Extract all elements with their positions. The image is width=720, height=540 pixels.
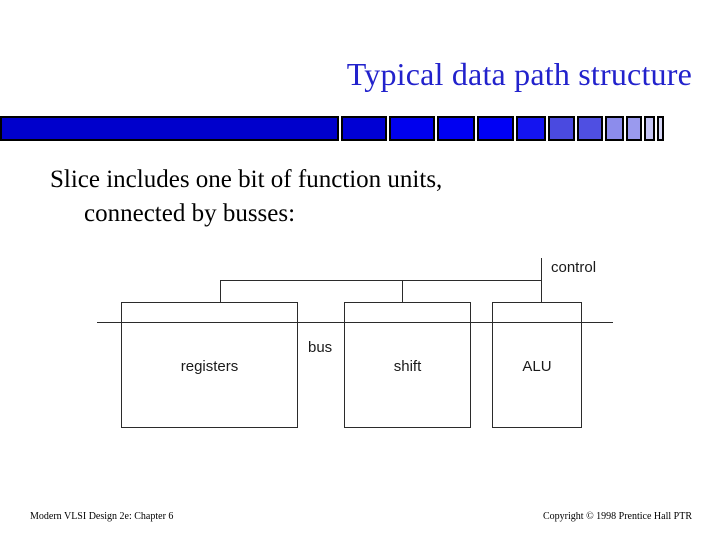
bus-label: bus [308,339,333,356]
control-stub-alu [541,280,542,302]
accent-bar-segment-11 [657,116,664,141]
accent-bar-segment-1 [340,116,388,141]
body-text-block: Slice includes one bit of function units… [50,163,650,230]
accent-bar-segment-7 [577,116,603,141]
accent-bar-segment-8 [604,116,625,141]
data-path-diagram: control registers shift ALU bus [0,245,720,445]
accent-bar-segment-0 [0,116,339,141]
footer-right-text: Copyright © 1998 Prentice Hall PTR [543,511,692,522]
body-text-line-2: connected by busses: [84,199,296,227]
control-riser-line [541,258,542,280]
accent-bar-segment-4 [476,116,514,141]
block-alu: ALU [492,302,582,428]
control-stub-registers [220,280,221,302]
control-label: control [551,259,597,276]
control-stub-shift [402,280,403,302]
block-label-alu: ALU [522,358,552,375]
accent-bar-segment-9 [626,116,643,141]
accent-bar-segment-5 [515,116,546,141]
accent-bar-segment-6 [547,116,576,141]
block-registers: registers [121,302,298,428]
accent-bar-segment-10 [644,116,656,141]
block-label-registers: registers [180,358,239,375]
control-bus-line [220,280,541,281]
page-title: Typical data path structure [346,56,692,92]
accent-bar-segment-3 [437,116,475,141]
accent-bar-segment-2 [389,116,436,141]
segmented-accent-bar [0,116,664,141]
block-label-shift: shift [393,358,422,375]
block-shift: shift [344,302,471,428]
bus-line [97,322,613,323]
footer-left-text: Modern VLSI Design 2e: Chapter 6 [30,511,174,522]
body-text-line-1: Slice includes one bit of function units… [50,166,443,193]
